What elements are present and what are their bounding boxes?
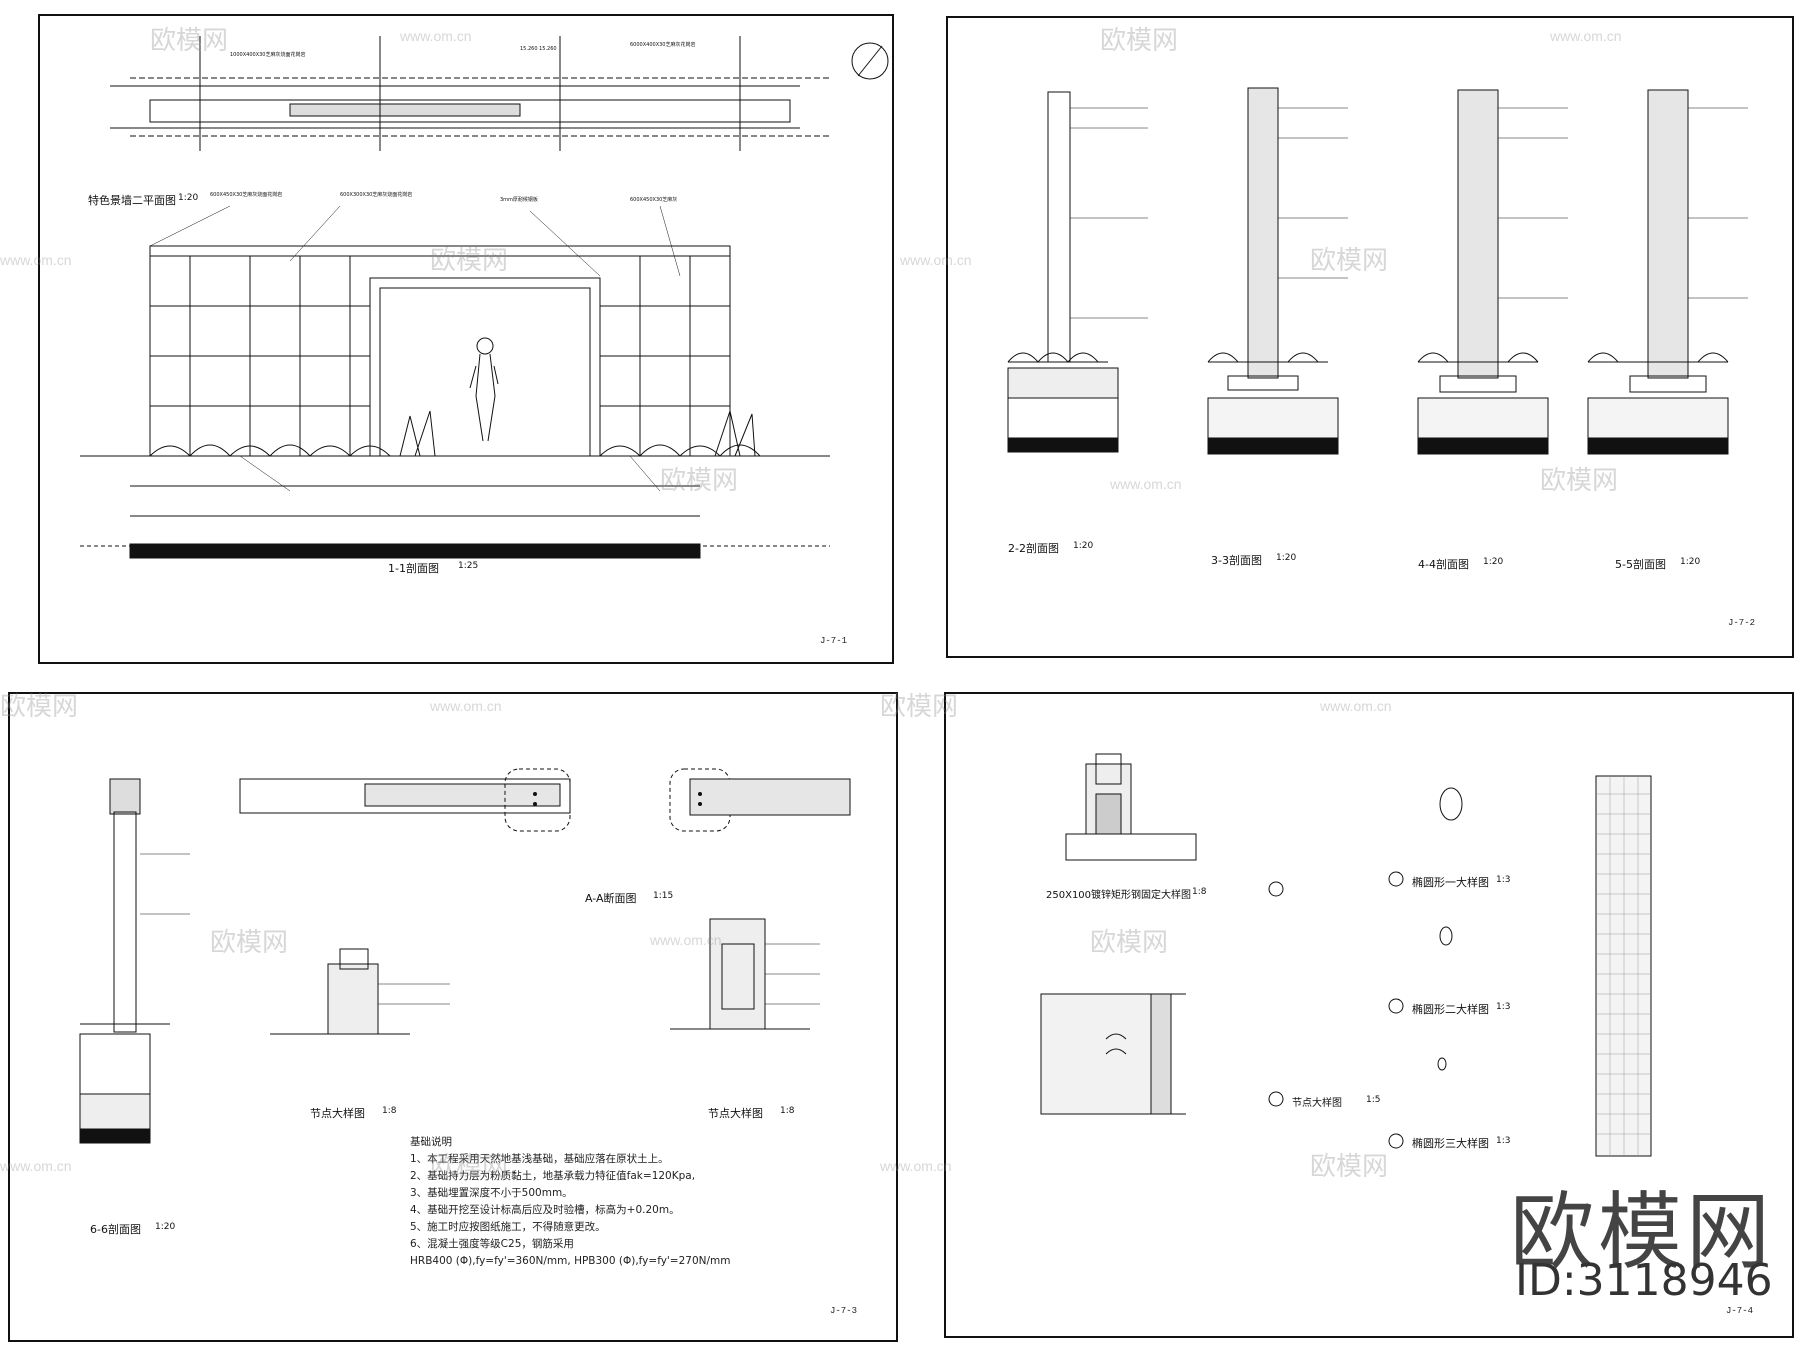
sheet-4-title-ellipse-1: 椭圆形一大样图 [1412, 876, 1489, 889]
notes-heading: 基础说明 [410, 1136, 452, 1148]
sheet-2-scale-5-5: 1:20 [1680, 557, 1701, 567]
brand-logo-text: 欧模网 [1510, 1183, 1775, 1281]
sheet-3-title-node-1: 节点大样图 [310, 1107, 365, 1120]
sheet-3-scale-node-2: 1:8 [780, 1106, 795, 1116]
sheet-3-scale-node-1: 1:8 [382, 1106, 397, 1116]
sheet-2-title-5-5: 5-5剖面图 [1615, 558, 1666, 571]
sheet-3-drawing [79, 768, 851, 1144]
note-line-7: HRB400 (Φ),fy=fy'=360N/mm, HPB300 (Φ),fy… [410, 1255, 731, 1267]
sheet-1-scale-section: 1:25 [458, 561, 479, 571]
sheet-3-title-node-2: 节点大样图 [708, 1107, 763, 1120]
sheet-2-title-4-4: 4-4剖面图 [1418, 558, 1469, 571]
sheet-3-number: J-7-3 [830, 1306, 858, 1316]
sheet-2-scale-4-4: 1:20 [1483, 557, 1504, 567]
svg-text:3mm厚耐候钢板: 3mm厚耐候钢板 [500, 196, 538, 203]
sheet-2-number: J-7-2 [1728, 618, 1756, 628]
sheet-1-scale-plan: 1:20 [178, 193, 199, 203]
svg-text:600X300X30芝麻灰烧面花岗岩: 600X300X30芝麻灰烧面花岗岩 [340, 191, 412, 198]
note-line-4: 4、基础开挖至设计标高后应及时验槽，标高为+0.20m。 [410, 1204, 680, 1216]
note-line-6: 6、混凝土强度等级C25，钢筋采用 [410, 1238, 574, 1250]
sheet-4-scale-node: 1:5 [1366, 1095, 1381, 1105]
note-line-5: 5、施工时应按图纸施工，不得随意更改。 [410, 1221, 606, 1233]
sheet-4-scale-steel-fix: 1:8 [1192, 887, 1207, 897]
sheet-2-title-2-2: 2-2剖面图 [1008, 542, 1059, 555]
sheet-1-drawing: 600X450X30芝麻灰烧面花岗岩 600X300X30芝麻灰烧面花岗岩 3m… [80, 36, 889, 559]
svg-text:15.260 15.260: 15.260 15.260 [520, 46, 557, 52]
svg-text:6000X400X30芝麻灰花岗岩: 6000X400X30芝麻灰花岗岩 [630, 41, 695, 48]
drawing-sheet-4: 250X100镀锌矩形钢固定大样图 1:8 椭圆形一大样图 1:3 椭圆形二大样… [944, 692, 1794, 1338]
drawing-sheet-3: A-A断面图 1:15 节点大样图 1:8 节点大样图 1:8 6-6剖面图 1… [8, 692, 898, 1342]
drawing-sheet-1: 600X450X30芝麻灰烧面花岗岩 600X300X30芝麻灰烧面花岗岩 3m… [38, 14, 894, 664]
sheet-4-title-node: 节点大样图 [1292, 1098, 1342, 1109]
sheet-4-title-steel-fix: 250X100镀锌矩形钢固定大样图 [1046, 890, 1192, 901]
sheet-3-scale-6-6: 1:20 [155, 1222, 176, 1232]
sheet-2-drawing [1007, 87, 1748, 455]
sheet-1-title-section: 1-1剖面图 [388, 562, 439, 575]
foundation-notes: 基础说明 1、本工程采用天然地基浅基础，基础应落在原状土上。 2、基础持力层为粉… [410, 1134, 731, 1270]
sheet-2-scale-3-3: 1:20 [1276, 553, 1297, 563]
note-line-3: 3、基础埋置深度不小于500mm。 [410, 1187, 573, 1199]
svg-text:1000X400X30芝麻灰烧面花岗岩: 1000X400X30芝麻灰烧面花岗岩 [230, 51, 305, 58]
drawing-sheet-2: 2-2剖面图 1:20 3-3剖面图 1:20 4-4剖面图 1:20 5-5剖… [946, 16, 1794, 658]
sheet-1-number: J-7-1 [820, 636, 848, 646]
sheet-4-scale-ellipse-1: 1:3 [1496, 875, 1511, 885]
sheet-3-title-a-a: A-A断面图 [585, 892, 637, 905]
sheet-4-scale-ellipse-3: 1:3 [1496, 1136, 1511, 1146]
sheet-2-title-3-3: 3-3剖面图 [1211, 554, 1262, 567]
sheet-4-number: J-7-4 [1726, 1306, 1754, 1316]
brand-id: ID:3118946 [1515, 1255, 1773, 1306]
sheet-3-scale-a-a: 1:15 [653, 891, 674, 901]
note-line-1: 1、本工程采用天然地基浅基础，基础应落在原状土上。 [410, 1153, 669, 1165]
sheet-4-drawing [1040, 753, 1652, 1157]
sheet-2-scale-2-2: 1:20 [1073, 541, 1094, 551]
sheet-4-title-ellipse-2: 椭圆形二大样图 [1412, 1003, 1489, 1016]
sheet-3-title-6-6: 6-6剖面图 [90, 1223, 141, 1236]
svg-text:600X450X30芝麻灰: 600X450X30芝麻灰 [630, 196, 677, 203]
note-line-2: 2、基础持力层为粉质黏土，地基承载力特征值fak=120Kpa, [410, 1170, 696, 1182]
sheet-1-title-plan: 特色景墙二平面图 [88, 194, 176, 207]
svg-text:600X450X30芝麻灰烧面花岗岩: 600X450X30芝麻灰烧面花岗岩 [210, 191, 282, 198]
sheet-4-title-ellipse-3: 椭圆形三大样图 [1412, 1137, 1489, 1150]
sheet-4-scale-ellipse-2: 1:3 [1496, 1002, 1511, 1012]
